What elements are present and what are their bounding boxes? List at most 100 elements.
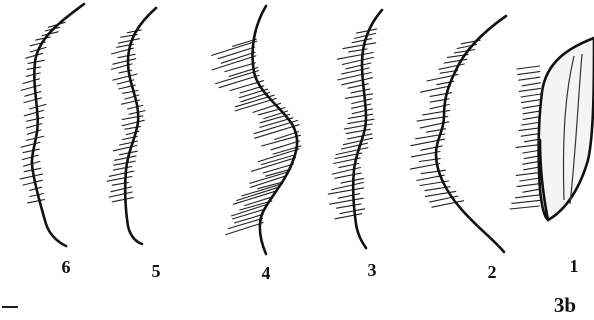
stage-1-drawing — [510, 38, 594, 220]
hatch-stroke — [109, 171, 133, 176]
hatch-stroke — [421, 146, 442, 150]
hatch-stroke — [111, 187, 132, 192]
stage-1-hatching — [510, 66, 542, 209]
hatch-stroke — [25, 92, 41, 97]
stage-4-hatching — [212, 39, 301, 234]
stage-4-label: 4 — [262, 263, 271, 283]
hatch-stroke — [332, 168, 360, 175]
hatch-stroke — [344, 124, 372, 129]
corner-mark — [2, 306, 18, 316]
hatch-stroke — [119, 39, 140, 43]
hatch-stroke — [26, 124, 41, 128]
hatch-stroke — [512, 200, 540, 203]
stage-2-hatching — [410, 40, 480, 207]
hatch-stroke — [521, 94, 541, 97]
hatch-stroke — [423, 110, 450, 115]
hatch-stroke — [27, 130, 41, 134]
hatch-stroke — [219, 75, 259, 87]
hatch-stroke — [338, 194, 360, 199]
stage-6-drawing — [20, 4, 84, 246]
hatch-stroke — [519, 77, 540, 80]
hatch-stroke — [348, 84, 368, 88]
hatch-stroke — [335, 214, 362, 219]
hatch-stroke — [23, 180, 42, 185]
stage-1-lens — [539, 38, 594, 220]
hatch-stroke — [115, 156, 137, 160]
stage-3-drawing — [328, 10, 382, 248]
hatch-stroke — [343, 43, 376, 49]
hatch-stroke — [112, 198, 133, 202]
hatch-stroke — [523, 189, 540, 192]
stage-5-outline — [125, 8, 156, 244]
hatch-stroke — [345, 94, 372, 99]
hatch-stroke — [114, 161, 135, 165]
hatch-stroke — [21, 85, 41, 91]
hatch-stroke — [352, 104, 371, 108]
stage-6-hatching — [20, 22, 65, 203]
hatch-stroke — [23, 149, 39, 152]
stage-6-label: 6 — [62, 257, 71, 277]
hatch-stroke — [348, 119, 374, 123]
stage-5-drawing — [107, 8, 156, 244]
hatch-stroke — [24, 110, 43, 115]
hatch-stroke — [114, 146, 137, 151]
hatch-stroke — [515, 195, 539, 198]
hatch-stroke — [430, 104, 449, 108]
hatch-stroke — [346, 129, 370, 133]
hatch-stroke — [517, 184, 540, 187]
hatch-stroke — [352, 99, 372, 104]
stage-2-drawing — [410, 16, 506, 252]
hatch-stroke — [128, 105, 143, 109]
hatch-stroke — [28, 200, 45, 203]
hatch-stroke — [330, 198, 364, 204]
hatch-stroke — [523, 105, 541, 108]
hatch-stroke — [444, 59, 467, 63]
hatch-stroke — [123, 91, 139, 94]
hatch-stroke — [122, 120, 144, 125]
hatch-stroke — [352, 109, 372, 114]
hatch-stroke — [27, 118, 44, 122]
stage-3-label: 3 — [368, 260, 377, 280]
plate-label: 3b — [554, 293, 576, 317]
hatch-stroke — [118, 54, 135, 57]
hatch-stroke — [421, 170, 445, 173]
hatch-stroke — [340, 209, 365, 214]
hatch-stroke — [226, 223, 263, 235]
hatch-stroke — [521, 100, 540, 103]
hatch-stroke — [335, 173, 361, 178]
hatch-stroke — [517, 66, 540, 69]
hatch-stroke — [348, 134, 372, 139]
hatch-stroke — [336, 204, 361, 208]
hatch-stroke — [352, 39, 372, 43]
hatch-stroke — [516, 172, 540, 175]
hatch-stroke — [351, 89, 370, 93]
stage-4-outline — [253, 6, 298, 254]
hatch-stroke — [455, 50, 475, 53]
hatch-stroke — [518, 72, 540, 75]
hatch-stroke — [24, 98, 42, 103]
hatch-stroke — [430, 93, 452, 97]
hatch-stroke — [348, 114, 372, 118]
hatch-stroke — [212, 56, 256, 70]
hatch-stroke — [522, 83, 540, 86]
hatch-stroke — [510, 206, 539, 209]
hatch-stroke — [410, 164, 439, 170]
hatch-stroke — [22, 155, 38, 160]
stage-2-label: 2 — [488, 262, 497, 282]
stage-6-outline — [32, 4, 84, 246]
hatch-stroke — [20, 174, 43, 179]
hatch-stroke — [520, 178, 541, 181]
hatch-stroke — [109, 192, 132, 197]
hatch-stroke — [26, 53, 43, 58]
stage-4-drawing — [212, 6, 301, 254]
hatch-stroke — [23, 79, 39, 84]
hatch-stroke — [336, 148, 368, 155]
hatch-stroke — [122, 116, 143, 120]
hatch-stroke — [218, 47, 255, 59]
hatch-stroke — [519, 88, 540, 91]
hatch-stroke — [113, 59, 136, 64]
stage-1-label: 1 — [570, 256, 579, 276]
stage-2-outline — [436, 16, 506, 252]
hatch-stroke — [113, 167, 131, 171]
